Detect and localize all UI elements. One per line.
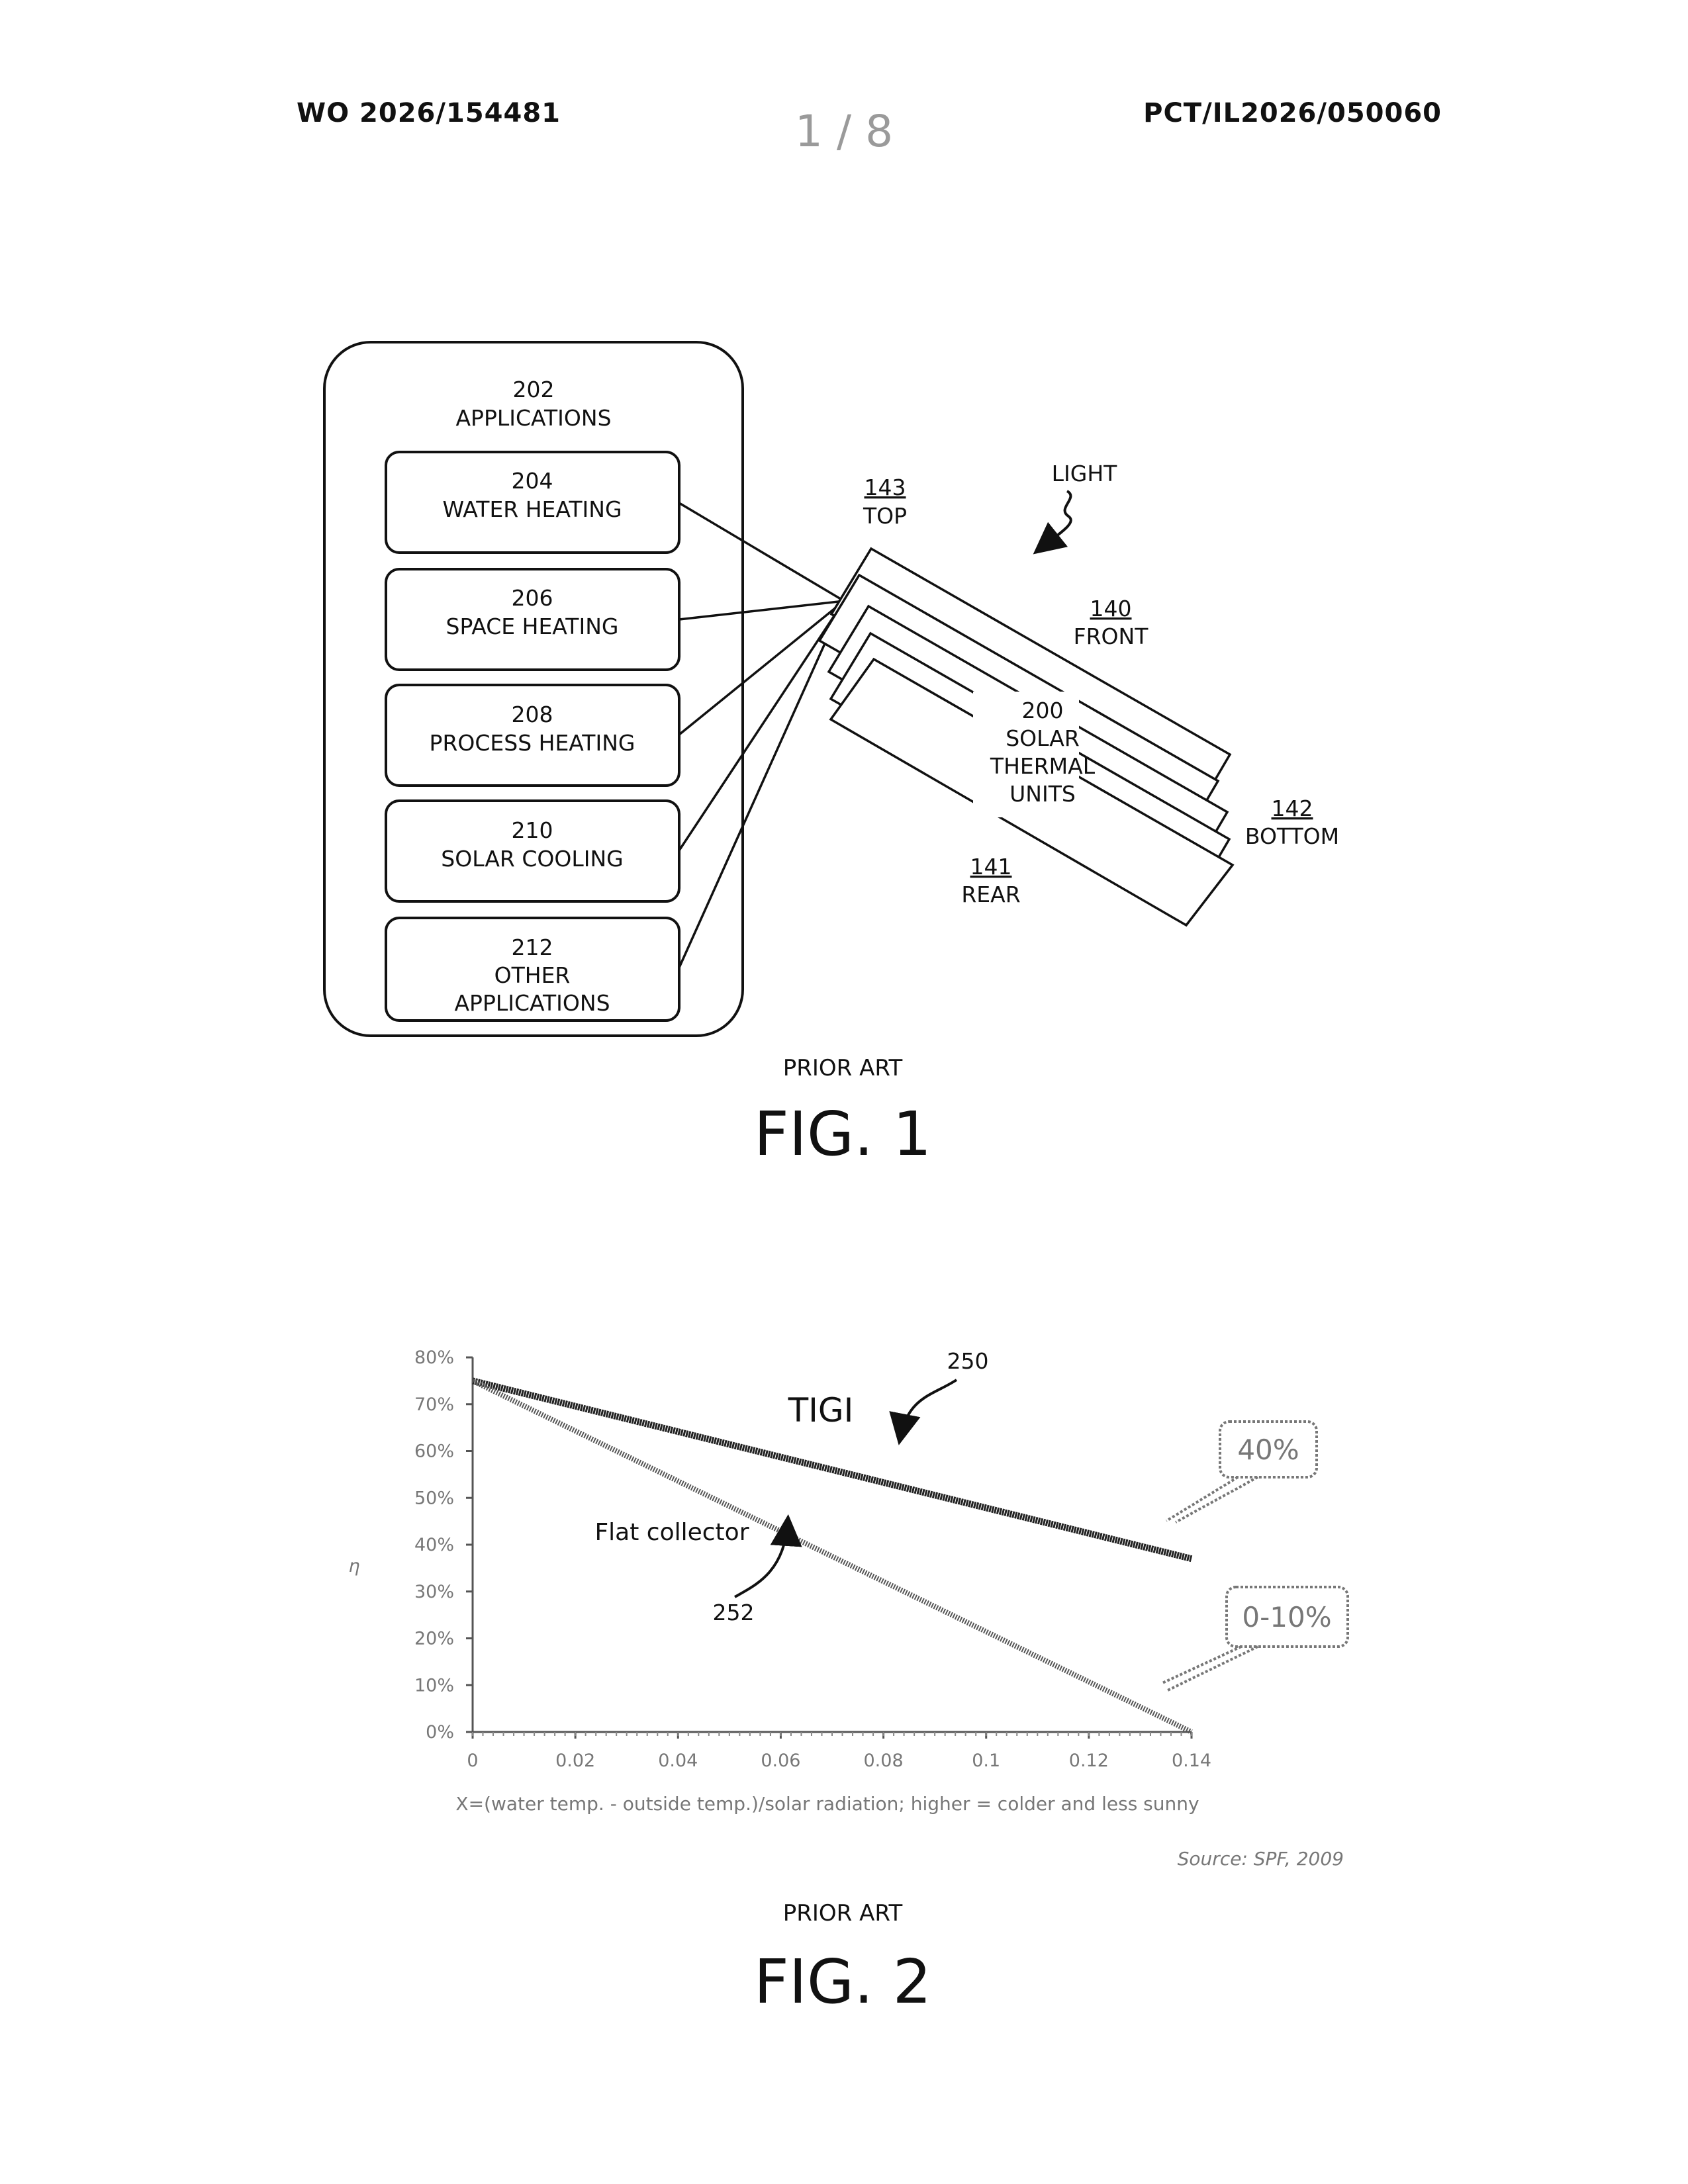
y-tick-label: 80% xyxy=(414,1347,454,1368)
units-label-1: SOLAR xyxy=(1006,725,1080,751)
applications-label: APPLICATIONS xyxy=(455,405,611,431)
arrow-250 xyxy=(900,1380,957,1437)
rear-number: 141 xyxy=(970,854,1012,880)
y-tick-label: 30% xyxy=(414,1582,454,1602)
x-tick-label: 0.06 xyxy=(761,1751,800,1771)
x-ticks: 0 0.02 0.04 0.06 0.08 0.1 0.12 0.14 xyxy=(467,1732,1211,1771)
box-number: 212 xyxy=(512,934,553,960)
box-212: 212 OTHER APPLICATIONS xyxy=(386,918,679,1021)
light-label: LIGHT xyxy=(1052,461,1118,486)
box-210: 210 SOLAR COOLING xyxy=(386,801,679,901)
box-label: SPACE HEATING xyxy=(446,614,619,639)
fig2-caption: FIG. 2 xyxy=(754,1946,931,2017)
ref-252: 252 xyxy=(713,1600,755,1625)
fig2-chart: 0% 10% 20% 30% 40% 50% 60% 70% 80% 0 0.02 0.04 0.06… xyxy=(348,1347,1348,2017)
y-tick-label: 50% xyxy=(414,1488,454,1508)
fig1-caption: FIG. 1 xyxy=(754,1099,931,1169)
top-label: TOP xyxy=(863,503,907,529)
fig2-prior-art: PRIOR ART xyxy=(783,1900,903,1927)
fig1-prior-art: PRIOR ART xyxy=(783,1055,903,1081)
y-ticks: 0% 10% 20% 30% 40% 50% 60% 70% 80% xyxy=(414,1347,473,1743)
source-note: Source: SPF, 2009 xyxy=(1178,1848,1344,1870)
light-arrow xyxy=(1039,491,1071,549)
box-label: APPLICATIONS xyxy=(454,990,610,1016)
box-label: PROCESS HEATING xyxy=(430,730,635,756)
y-tick-label: 0% xyxy=(426,1722,454,1743)
box-number: 206 xyxy=(512,585,553,611)
rear-label: REAR xyxy=(961,882,1020,907)
series-line-252 xyxy=(473,1381,1192,1732)
x-tick-label: 0.08 xyxy=(864,1751,904,1771)
box-label: SOLAR COOLING xyxy=(441,846,623,872)
box-label: OTHER xyxy=(494,962,571,988)
y-tick-label: 20% xyxy=(414,1629,454,1649)
callout-0-10-text: 0-10% xyxy=(1242,1601,1331,1633)
series-label-flat: Flat collector xyxy=(594,1519,749,1546)
y-tick-label: 70% xyxy=(414,1394,454,1415)
fig1-diagram: 202 APPLICATIONS 204 WATER HEATING 206 S… xyxy=(324,342,1339,1169)
ref-250: 250 xyxy=(947,1348,989,1374)
x-tick-label: 0 xyxy=(467,1751,478,1771)
connector-lines xyxy=(679,503,844,968)
applications-number: 202 xyxy=(513,377,555,402)
series-label-tigi: TIGI xyxy=(788,1391,854,1430)
front-label: FRONT xyxy=(1074,623,1149,649)
units-label-3: UNITS xyxy=(1009,781,1076,807)
x-tick-label: 0.02 xyxy=(555,1751,595,1771)
box-206: 206 SPACE HEATING xyxy=(386,569,679,670)
units-number: 200 xyxy=(1022,698,1064,723)
x-tick-label: 0.1 xyxy=(972,1751,1000,1771)
bottom-label: BOTTOM xyxy=(1245,823,1339,849)
front-number: 140 xyxy=(1090,596,1132,621)
box-208: 208 PROCESS HEATING xyxy=(386,685,679,786)
x-tick-label: 0.04 xyxy=(658,1751,698,1771)
callout-40-text: 40% xyxy=(1237,1433,1299,1466)
x-tick-label: 0.14 xyxy=(1172,1751,1211,1771)
y-tick-label: 10% xyxy=(414,1675,454,1696)
y-tick-label: 60% xyxy=(414,1441,454,1462)
callout-0-10: 0-10% xyxy=(1162,1587,1348,1691)
bottom-number: 142 xyxy=(1272,796,1313,821)
y-axis-label: η xyxy=(348,1556,359,1576)
x-tick-label: 0.12 xyxy=(1069,1751,1109,1771)
units-label-2: THERMAL xyxy=(990,753,1096,779)
box-number: 210 xyxy=(512,817,553,843)
top-number: 143 xyxy=(865,475,906,500)
callout-40: 40% xyxy=(1166,1422,1317,1522)
y-tick-label: 40% xyxy=(414,1535,454,1555)
box-204: 204 WATER HEATING xyxy=(386,452,679,553)
series-lines xyxy=(473,1381,1192,1732)
box-number: 204 xyxy=(512,468,553,494)
box-number: 208 xyxy=(512,702,553,727)
box-label: WATER HEATING xyxy=(442,496,622,522)
x-axis-label: X=(water temp. - outside temp.)/solar ra… xyxy=(455,1793,1199,1815)
